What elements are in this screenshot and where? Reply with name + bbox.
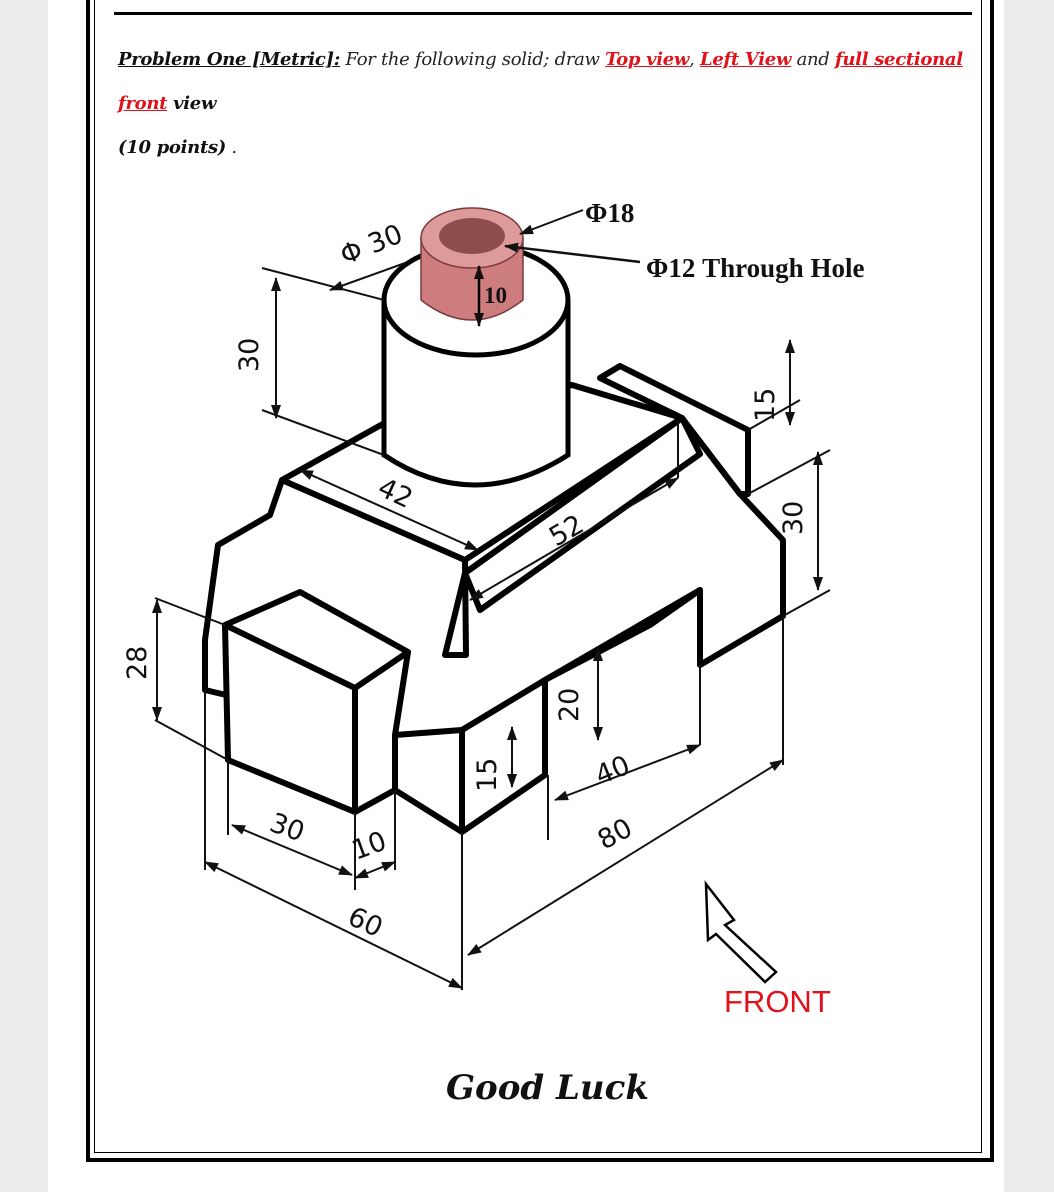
good-luck-footer: Good Luck — [446, 1068, 649, 1108]
period: . — [226, 137, 237, 158]
problem-text: For the following solid; draw — [340, 49, 606, 70]
dim-10-top: 10 — [484, 283, 507, 308]
top-view-link: Top view — [605, 49, 690, 70]
problem-lead: Problem One [Metric]: — [118, 49, 341, 70]
view-word: view — [167, 93, 217, 114]
dim-28: 28 — [122, 646, 153, 680]
dim-60: 60 — [343, 901, 387, 944]
front-box-top-edge — [353, 649, 410, 691]
points-label: (10 points) — [118, 137, 227, 158]
front-arrow-icon — [704, 880, 778, 984]
problem-statement: Problem One [Metric]: For the following … — [118, 38, 978, 170]
dim-15-right: 15 — [750, 388, 781, 422]
dimension-lines — [152, 209, 831, 990]
dim-80: 80 — [593, 813, 638, 857]
tube-hole — [439, 218, 505, 254]
dim-30-right: 30 — [778, 501, 809, 535]
left-view-link: Left View — [699, 49, 792, 70]
dim-15-mid: 15 — [472, 758, 503, 792]
base-front-edge — [460, 677, 547, 733]
front-label: FRONT — [724, 984, 831, 1019]
dim-40: 40 — [591, 750, 634, 792]
and-text: and — [791, 49, 835, 70]
dim-phi30: Φ 30 — [336, 219, 407, 272]
dim-20: 20 — [554, 688, 585, 722]
full-sectional-front-link: full sectional front — [118, 49, 963, 114]
comma: , — [689, 49, 700, 70]
header-rule — [114, 12, 972, 15]
page-frame-inner — [94, 0, 982, 1153]
dim-30-left: 30 — [234, 338, 265, 372]
callout-through-hole: Φ12 Through Hole — [646, 253, 864, 283]
callout-phi18: Φ18 — [585, 198, 634, 228]
page-frame-outer — [86, 0, 994, 1162]
pink-tube — [420, 207, 524, 327]
